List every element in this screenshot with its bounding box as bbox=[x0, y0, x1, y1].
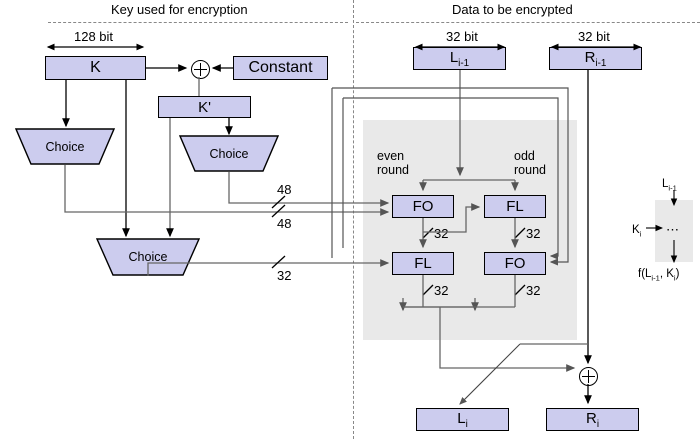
input-box-R: Ri-1 bbox=[549, 47, 642, 70]
block-fl-odd: FL bbox=[484, 195, 546, 218]
bitwidth-32-c: 32 bbox=[434, 283, 449, 298]
choice-block-1-label: Choice bbox=[45, 139, 85, 154]
section-title-data: Data to be encrypted bbox=[452, 2, 573, 17]
label-odd-round-line1: odd bbox=[514, 149, 535, 163]
dimension-128bit: 128 bit bbox=[74, 29, 114, 44]
constant-box: Constant bbox=[233, 56, 328, 80]
key-box-K: K bbox=[45, 56, 146, 80]
choice-block-2: Choice bbox=[179, 135, 279, 172]
xor-output-gate bbox=[579, 367, 598, 386]
legend-input-label: Li-1 bbox=[662, 178, 677, 193]
bitwidth-32-d: 32 bbox=[526, 283, 541, 298]
section-title-key: Key used for encryption bbox=[111, 2, 248, 17]
xor-key-gate bbox=[191, 60, 210, 79]
legend-output-label: f(Li-1, Ki) bbox=[638, 268, 680, 283]
output-box-R-label: Ri bbox=[585, 409, 600, 430]
output-box-L-label: Li bbox=[457, 409, 468, 430]
legend-ellipsis: ⋯ bbox=[666, 222, 679, 237]
title-rule-left bbox=[48, 22, 348, 23]
kprime-box-label: K' bbox=[198, 98, 211, 116]
dimension-32bit-right: 32 bit bbox=[578, 29, 610, 44]
output-box-R: Ri bbox=[546, 408, 639, 431]
constant-box-label: Constant bbox=[248, 59, 313, 76]
block-fo-even: FO bbox=[392, 195, 454, 218]
choice-block-3-label: Choice bbox=[128, 250, 168, 264]
block-fo-even-label: FO bbox=[412, 198, 434, 215]
label-even-round-line1: even bbox=[377, 149, 405, 163]
bitwidth-48-a: 48 bbox=[277, 182, 292, 197]
block-fl-even-label: FL bbox=[414, 255, 432, 272]
choice-block-2-label: Choice bbox=[209, 146, 249, 161]
title-rule-right bbox=[356, 22, 700, 23]
bitwidth-32-key: 32 bbox=[277, 268, 292, 283]
output-box-L: Li bbox=[416, 408, 509, 431]
legend-key-label: Ki bbox=[632, 224, 642, 239]
input-box-R-label: Ri-1 bbox=[584, 48, 607, 69]
kprime-box: K' bbox=[158, 96, 251, 118]
choice-block-1: Choice bbox=[15, 128, 115, 165]
label-even-round-line2: round bbox=[377, 163, 409, 177]
label-odd-round-line2: round bbox=[514, 163, 546, 177]
bitwidth-48-b: 48 bbox=[277, 216, 292, 231]
block-fo-odd-label: FO bbox=[504, 255, 526, 272]
dimension-32bit-left: 32 bit bbox=[446, 29, 478, 44]
block-fl-odd-label: FL bbox=[506, 198, 524, 215]
bitwidth-32-a: 32 bbox=[434, 226, 449, 241]
key-box-K-label: K bbox=[90, 59, 101, 76]
block-fo-odd: FO bbox=[484, 252, 546, 275]
input-box-L: Li-1 bbox=[413, 47, 506, 70]
choice-block-3: Choice bbox=[96, 238, 200, 276]
input-box-L-label: Li-1 bbox=[449, 48, 470, 69]
section-divider bbox=[353, 0, 354, 439]
block-fl-even: FL bbox=[392, 252, 454, 275]
bitwidth-32-b: 32 bbox=[526, 226, 541, 241]
